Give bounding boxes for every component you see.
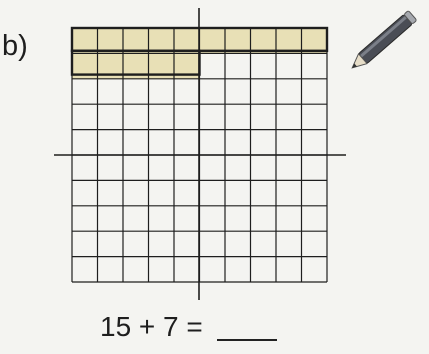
shaded-cell [199, 28, 225, 54]
part-label: b) [2, 30, 28, 62]
shaded-cell [174, 28, 200, 54]
answer-blank[interactable] [216, 313, 277, 341]
shaded-cell [148, 28, 174, 54]
shaded-cell [97, 28, 123, 54]
shaded-cell [123, 28, 149, 54]
shaded-cell [301, 28, 327, 54]
shaded-cell [225, 28, 251, 54]
pencil-icon [351, 10, 417, 69]
equation-text: 15 + 7 = [100, 311, 203, 342]
equation: 15 + 7 = [100, 313, 277, 341]
shaded-cell [250, 28, 276, 54]
shaded-cell [276, 28, 302, 54]
next-five-outline [70, 49, 201, 76]
shaded-cell [72, 28, 98, 54]
